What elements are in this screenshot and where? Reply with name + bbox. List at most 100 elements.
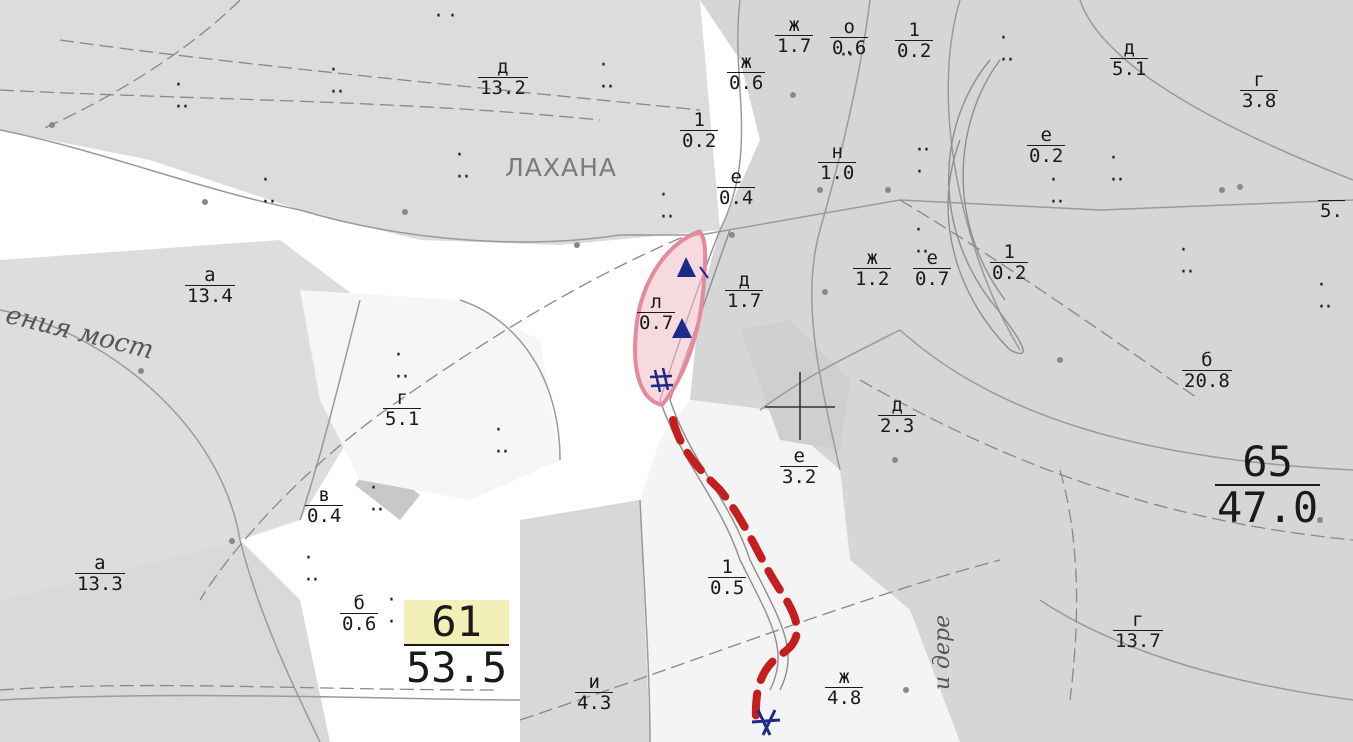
clearing-center-west — [300, 290, 560, 500]
survey-dots — [49, 92, 1323, 693]
subcompartment-letter: б — [340, 593, 379, 614]
subcompartment-letter: 1 — [680, 110, 719, 131]
subcompartment-letter: н — [818, 142, 857, 163]
subcompartment-letter: ж — [775, 15, 814, 36]
marked-route — [669, 416, 801, 724]
subcompartment-area: 13.3 — [77, 573, 123, 595]
dot-cluster: ··· — [330, 58, 344, 105]
compartment-number: 61 — [404, 600, 510, 646]
subcompartment-area: 5.1 — [1112, 58, 1147, 80]
subcompartment-letter: ж — [853, 248, 892, 269]
subcompartment-letter: д — [878, 395, 917, 416]
dot-cluster: ··· — [1318, 273, 1332, 320]
forest-area-northeast — [690, 0, 1353, 742]
compartment-area: 53.5 — [406, 643, 508, 692]
subcompartment-letter: а — [75, 553, 125, 574]
subcompartment-letter: е — [913, 248, 952, 269]
forest-area-south — [520, 500, 650, 742]
dashed-tracks — [0, 0, 1353, 721]
clearing-center — [740, 320, 850, 450]
subcompartment-area: 0.5 — [710, 577, 745, 599]
subcompartment-letter: е — [1027, 125, 1066, 146]
subcompartment-letter: а — [185, 265, 235, 286]
dot-cluster: ··· — [370, 476, 384, 523]
triangle-marker-top — [677, 257, 696, 277]
subcompartment-area: 1.0 — [820, 162, 855, 184]
dot-cluster: ··· — [1180, 238, 1194, 285]
triangle-marker-bottom — [672, 318, 692, 338]
dot-cluster: ··· — [1000, 26, 1014, 73]
subcompartment-area: 0.7 — [639, 312, 674, 334]
subcompartment-area: 0.6 — [342, 613, 377, 635]
dot-cluster: ·· — [388, 588, 395, 635]
blue-end-marker — [751, 709, 781, 736]
subcompartment-letter: 1 — [708, 557, 747, 578]
subcompartment-letter: г — [1113, 610, 1163, 631]
dot-cluster: ·· — [840, 43, 854, 68]
dot-cluster: · · — [435, 4, 456, 29]
subcompartment-area: 0.6 — [729, 72, 764, 94]
subcompartment-letter: д — [478, 57, 528, 78]
subcompartment-letter: г — [383, 388, 422, 409]
subcompartment-area: 0.4 — [719, 187, 754, 209]
dot-cluster: ··· — [305, 546, 319, 593]
subcompartment-letter: 1 — [990, 242, 1029, 263]
subcompartment-letter: и — [575, 672, 614, 693]
compartment-label: 61 53.5 — [404, 600, 510, 692]
subcompartment-letter: о — [830, 17, 869, 38]
dot-cluster: ··· — [395, 343, 409, 390]
subcompartment-area: 1.2 — [855, 268, 890, 290]
subcompartment-area: 0.2 — [1029, 145, 1064, 167]
dot-cluster: ··· — [495, 418, 509, 465]
subcompartment-area: 5.1 — [385, 408, 420, 430]
dot-cluster: ··· — [660, 183, 674, 230]
forest-area-northwest — [0, 0, 720, 245]
subcompartment-letter: л — [637, 292, 676, 313]
subcompartment-label: 5. — [1318, 200, 1345, 221]
dot-cluster: ··· — [262, 168, 276, 215]
subcompartment-area: 13.2 — [480, 77, 526, 99]
subcompartment-area: 4.3 — [577, 692, 612, 714]
subcompartment-letter: е — [717, 167, 756, 188]
subcompartment-area: 1.7 — [777, 35, 812, 57]
subcompartment-area: 0.2 — [682, 130, 717, 152]
subcompartment-letter: д — [1110, 38, 1149, 59]
dot-cluster: ··· — [600, 53, 614, 100]
subcompartment-area: 1.7 — [727, 290, 762, 312]
subcompartment-area: 0.4 — [307, 505, 342, 527]
dot-cluster: ··· — [175, 73, 189, 120]
subcompartment-area: 0.7 — [915, 268, 950, 290]
dot-cluster: ··· — [1050, 168, 1064, 215]
subcompartment-area: 5. — [1320, 200, 1343, 222]
blue-hash-marker — [649, 367, 674, 393]
dot-cluster: ··· — [915, 218, 929, 265]
subcompartment-area: 3.8 — [1242, 90, 1277, 112]
